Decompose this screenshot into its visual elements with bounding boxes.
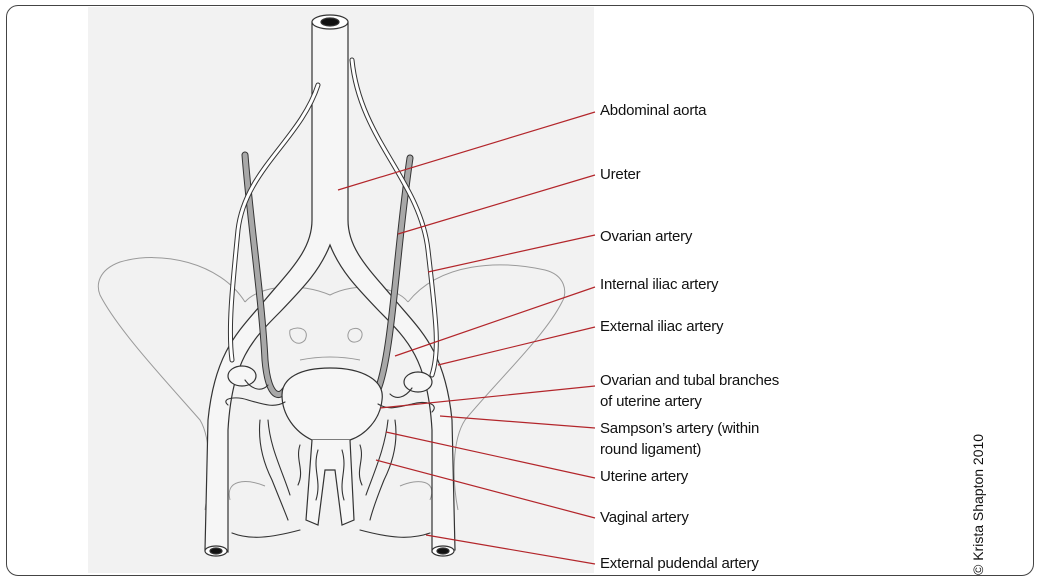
label-abdominal-aorta: Abdominal aorta: [600, 102, 706, 120]
copyright-credit: © Krista Shapton 2010: [970, 434, 986, 575]
label-ureter: Ureter: [600, 166, 640, 184]
label-external-pudendal-artery: External pudendal artery: [600, 555, 759, 573]
label-sampsons-artery-line1: Sampson’s artery (within: [600, 420, 759, 438]
label-external-iliac-artery: External iliac artery: [600, 318, 723, 336]
uterus-and-ovaries: [228, 366, 432, 525]
label-sampsons-artery-line2: round ligament): [600, 441, 701, 459]
label-vaginal-artery: Vaginal artery: [600, 509, 689, 527]
label-ovarian-tubal-branches-line2: of uterine artery: [600, 393, 702, 411]
aorta-iliac-system: [205, 15, 455, 556]
label-uterine-artery: Uterine artery: [600, 468, 688, 486]
leader-lines: [338, 112, 595, 564]
label-internal-iliac-artery: Internal iliac artery: [600, 276, 718, 294]
label-ovarian-artery: Ovarian artery: [600, 228, 692, 246]
label-ovarian-tubal-branches-line1: Ovarian and tubal branches: [600, 372, 779, 390]
